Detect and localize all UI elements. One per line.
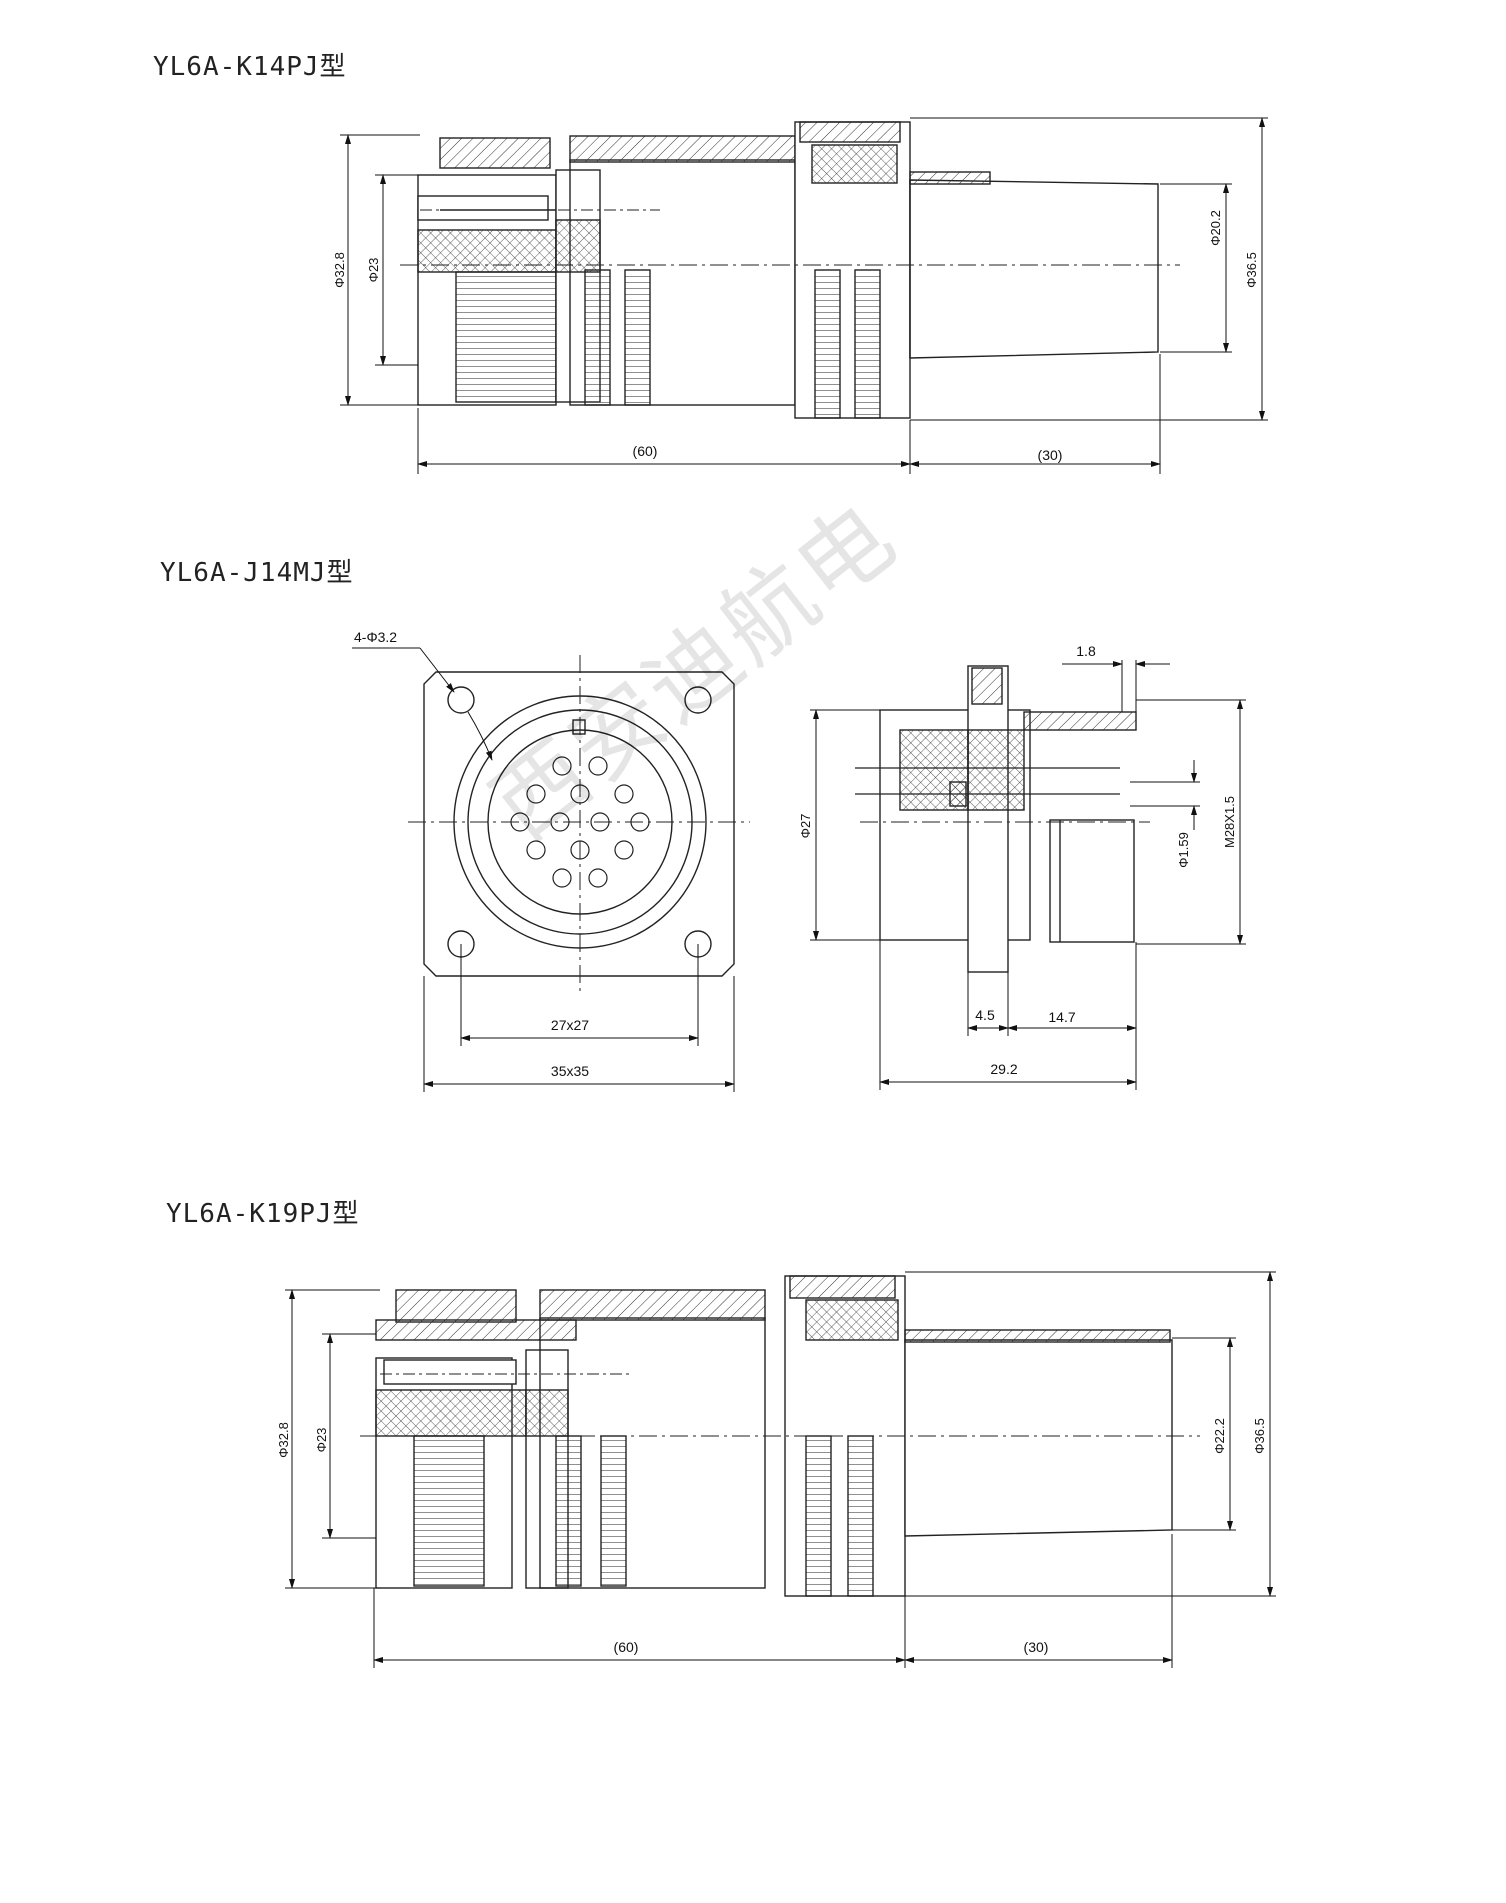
dim-j14mj-square-outer: 35x35 <box>551 1063 589 1079</box>
dim-k19pj-outer: Φ32.8 <box>276 1422 291 1458</box>
dim-k19pj-boot: Φ22.2 <box>1212 1418 1227 1454</box>
dim-j14mj-square-inner: 27x27 <box>551 1017 589 1033</box>
dim-k19pj-body: (60) <box>614 1639 639 1655</box>
title-j14mj: YL6A-J14MJ型 <box>160 558 354 588</box>
dim-k19pj-tail: (30) <box>1024 1639 1049 1655</box>
dim-k14pj-body: (60) <box>633 443 658 459</box>
title-k19pj: YL6A-K19PJ型 <box>166 1199 360 1229</box>
dim-k19pj-max: Φ36.5 <box>1252 1418 1267 1454</box>
dim-j14mj-pin: Φ1.59 <box>1176 832 1191 868</box>
dim-j14mj-body: Φ27 <box>798 814 813 839</box>
dim-j14mj-total: 29.2 <box>990 1061 1017 1077</box>
dim-j14mj-flange: 4.5 <box>975 1007 995 1023</box>
dim-k14pj-boot: Φ20.2 <box>1208 210 1223 246</box>
dim-j14mj-front: 14.7 <box>1048 1009 1075 1025</box>
dim-k19pj-inner: Φ23 <box>314 1428 329 1453</box>
title-k14pj: YL6A-K14PJ型 <box>153 52 347 82</box>
drawing-k19pj <box>285 1271 1276 1668</box>
drawing-j14mj-side <box>810 660 1246 1090</box>
dim-k14pj-outer: Φ32.8 <box>332 252 347 288</box>
dim-k14pj-max: Φ36.5 <box>1244 252 1259 288</box>
dim-k14pj-tail: (30) <box>1038 447 1063 463</box>
drawing-j14mj-front <box>352 647 750 1092</box>
dim-k14pj-inner: Φ23 <box>366 258 381 283</box>
dim-j14mj-gap: 1.8 <box>1076 643 1096 659</box>
drawing-k14pj <box>340 117 1268 474</box>
dim-j14mj-thread: M28X1.5 <box>1222 796 1237 848</box>
dimensions-k14pj <box>340 117 1268 474</box>
dim-j14mj-holes: 4-Φ3.2 <box>354 629 397 645</box>
